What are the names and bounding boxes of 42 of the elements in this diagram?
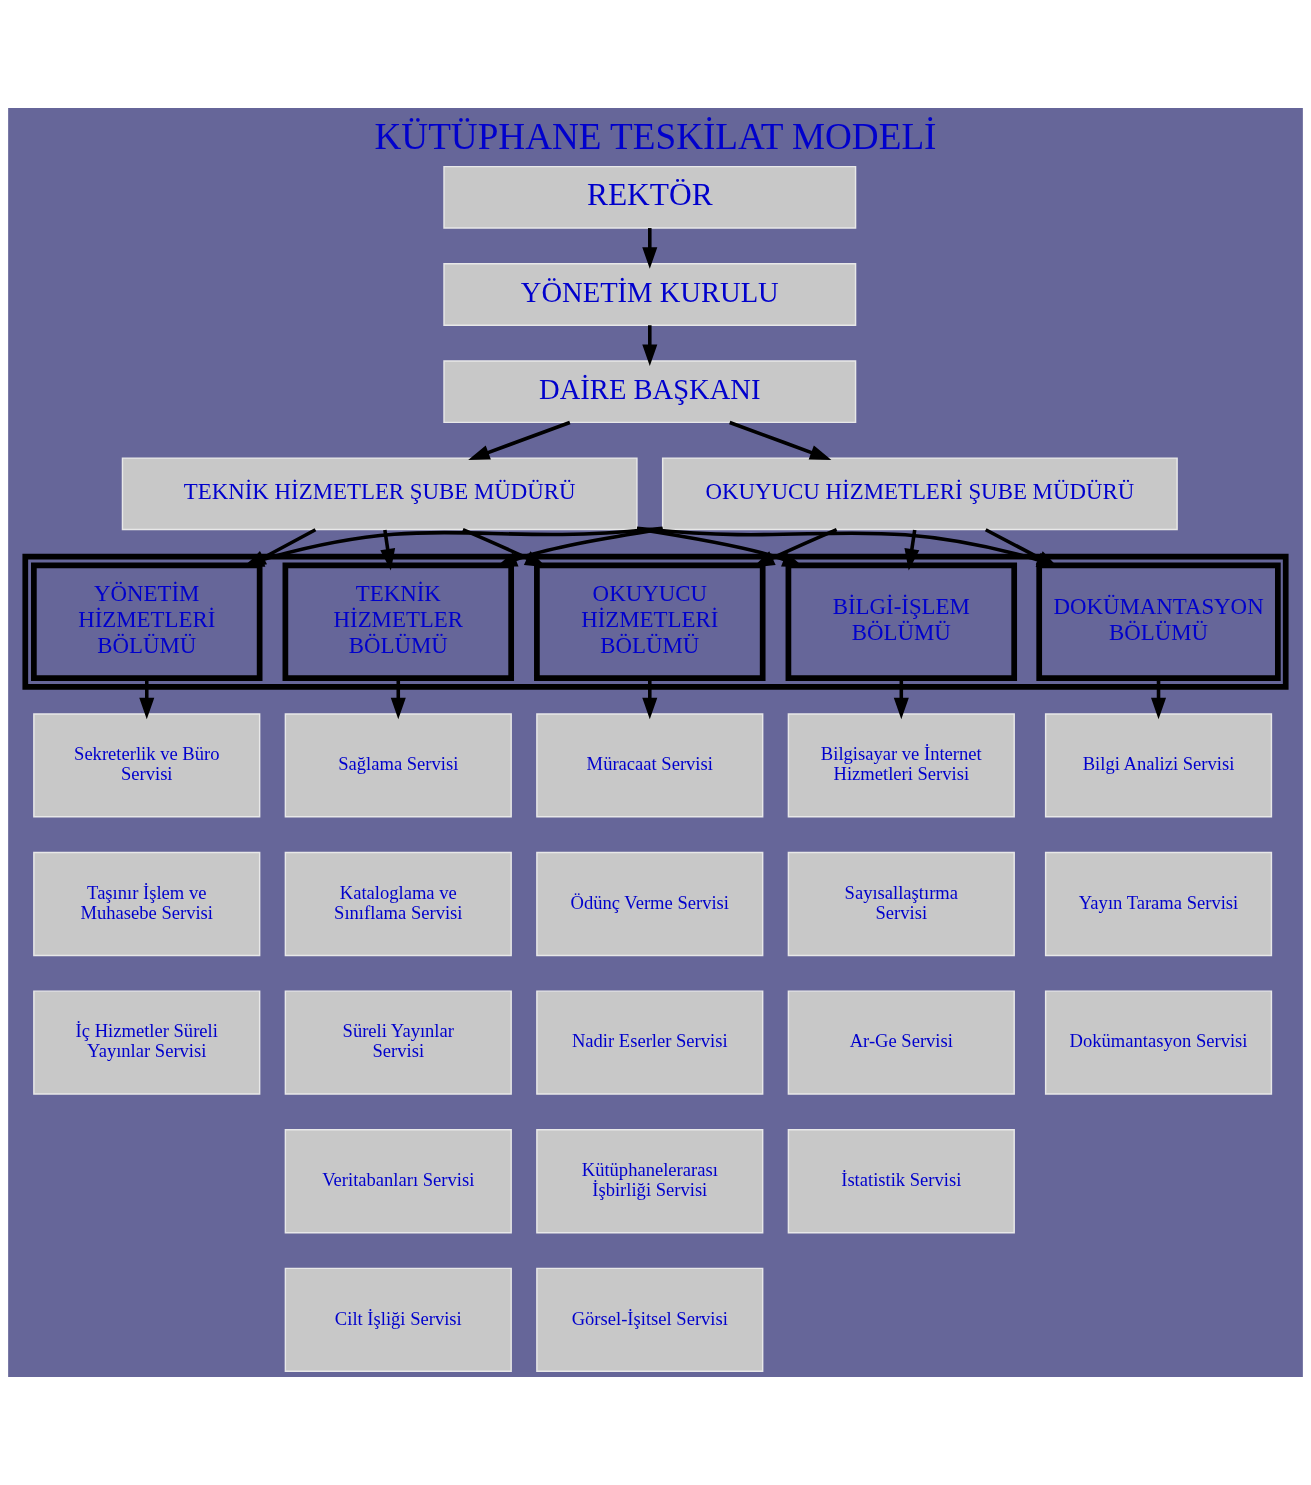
node-box: İç Hizmetler Süreli Yayınlar Servisi	[33, 990, 261, 1095]
node-box: Yayın Tarama Servisi	[1044, 851, 1273, 957]
node-box: Kütüphanelerarası İşbirliği Servisi	[536, 1129, 764, 1234]
node-box: OKUYUCU HİZMETLERİ BÖLÜMÜ	[534, 562, 766, 682]
node-box: Veritabanları Servisi	[284, 1129, 512, 1234]
node-box: YÖNETİM KURULU	[443, 263, 857, 326]
node-box: İstatistik Servisi	[787, 1129, 1015, 1234]
arrow	[139, 678, 155, 720]
node-box: Süreli Yayınlar Servisi	[284, 990, 512, 1095]
arrow	[390, 678, 406, 720]
node-box: REKTÖR	[443, 165, 857, 229]
arrow	[904, 529, 920, 571]
node-box: Sağlama Servisi	[284, 713, 512, 818]
node-box: Görsel-İşitsel Servisi	[536, 1267, 764, 1372]
arrow	[729, 420, 832, 460]
arrow	[893, 678, 909, 720]
arrow	[642, 678, 658, 720]
node-box: DAİRE BAŞKANI	[443, 360, 857, 424]
arrow	[642, 325, 658, 366]
node-box: BİLGİ-İŞLEM BÖLÜMÜ	[785, 562, 1018, 682]
node-box: Nadir Eserler Servisi	[536, 990, 764, 1095]
arrow	[468, 420, 571, 460]
node-box: TEKNİK HİZMETLER ŞUBE MÜDÜRÜ	[121, 457, 638, 531]
node-box: TEKNİK HİZMETLER BÖLÜMÜ	[282, 562, 515, 682]
node-box: Müracaat Servisi	[536, 713, 764, 818]
node-box: YÖNETİM HİZMETLERİ BÖLÜMÜ	[31, 562, 263, 682]
node-box: Ar-Ge Servisi	[787, 990, 1015, 1095]
node-box: DOKÜMANTASYON BÖLÜMÜ	[1036, 562, 1281, 682]
node-box: Dokümantasyon Servisi	[1044, 990, 1273, 1095]
arrow	[642, 228, 658, 269]
node-box: Sayısallaştırma Servisi	[787, 851, 1015, 957]
arrow	[380, 529, 396, 571]
node-box: OKUYUCU HİZMETLERİ ŞUBE MÜDÜRÜ	[661, 457, 1178, 531]
node-box: Bilgisayar ve İnternet Hizmetleri Servisi	[787, 713, 1015, 818]
node-box: Kataloglama ve Sınıflama Servisi	[284, 851, 512, 957]
node-box: Taşınır İşlem ve Muhasebe Servisi	[33, 851, 261, 957]
node-box: Sekreterlik ve Büro Servisi	[33, 713, 261, 818]
node-box: Ödünç Verme Servisi	[536, 851, 764, 957]
node-box: Bilgi Analizi Servisi	[1044, 713, 1273, 818]
arrow	[1151, 678, 1167, 720]
diagram-title: KÜTÜPHANE TESKİLAT MODELİ	[374, 116, 937, 158]
node-box: Cilt İşliği Servisi	[284, 1267, 512, 1372]
